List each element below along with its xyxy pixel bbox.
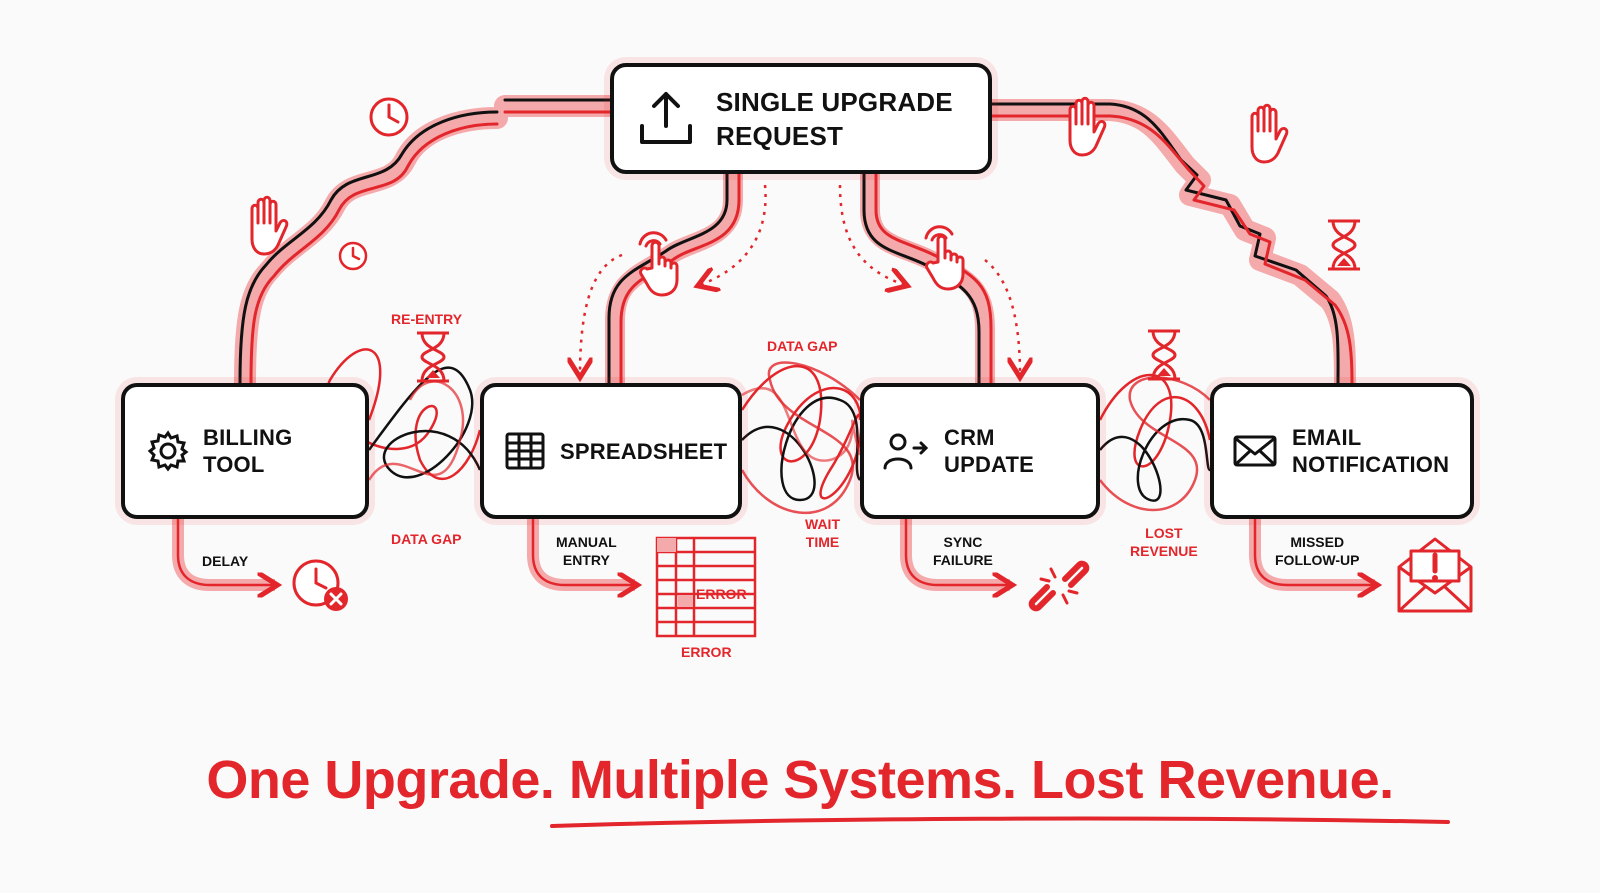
branch-sync-failure: [900, 519, 1010, 585]
billing-label-line2: TOOL: [203, 452, 265, 477]
tap-hand-icon: [918, 222, 972, 297]
crm-label-line1: CRM: [944, 425, 995, 450]
connector-request-email: [981, 99, 1356, 394]
branch-manual-entry: [527, 519, 635, 585]
billing-label-line1: BILLING: [203, 425, 293, 450]
wait-time-line2: TIME: [805, 534, 840, 550]
tangle-spreadsheet-crm: [740, 361, 863, 515]
sync-failure-label: SYNC FAILURE: [933, 533, 993, 569]
data-gap-left-label: DATA GAP: [391, 531, 462, 547]
request-label-line1: SINGLE UPGRADE: [716, 86, 953, 117]
stop-hand-icon: [240, 195, 290, 262]
connector-request-spreadsheet: [580, 174, 767, 383]
sync-failure-line1: SYNC: [943, 534, 983, 550]
broken-link-icon: [1025, 553, 1093, 624]
branch-delay: [172, 519, 275, 585]
crm-label-line2: UPDATE: [944, 452, 1035, 477]
hourglass-icon: [1145, 328, 1183, 387]
stop-hand-icon: [1240, 103, 1290, 170]
data-gap-top-label: DATA GAP: [767, 338, 838, 354]
request-label-line2: REQUEST: [716, 120, 844, 151]
error-label-below: ERROR: [681, 644, 732, 660]
email-label-line2: NOTIFICATION: [1292, 452, 1450, 477]
user-arrow-icon: [882, 430, 930, 472]
table-icon: [504, 431, 546, 471]
sync-failure-line2: FAILURE: [933, 552, 993, 568]
error-grid-icon: [654, 535, 758, 644]
headline: One Upgrade. Multiple Systems. Lost Reve…: [206, 750, 1394, 810]
manual-entry-label: MANUAL ENTRY: [556, 533, 617, 569]
clock-small-icon: [337, 240, 369, 277]
upload-icon: [636, 88, 696, 150]
stop-hand-icon: [1058, 96, 1108, 163]
missed-followup-label: MISSED FOLLOW-UP: [1275, 533, 1359, 569]
missed-followup-line2: FOLLOW-UP: [1275, 552, 1360, 568]
gear-icon: [147, 430, 189, 472]
wait-time-label: WAIT TIME: [805, 515, 840, 551]
hourglass-icon: [414, 330, 452, 389]
headline-underline: [550, 816, 1450, 828]
node-spreadsheet: SPREADSHEET: [480, 383, 742, 519]
re-entry-label: RE-ENTRY: [391, 311, 463, 327]
envelope-alert-icon: [1395, 533, 1475, 620]
connector-request-crm: [838, 174, 1020, 383]
lost-revenue-label: LOST REVENUE: [1130, 524, 1198, 560]
branch-missed-followup: [1249, 519, 1375, 585]
spreadsheet-label: SPREADSHEET: [560, 438, 728, 464]
lost-revenue-line1: LOST: [1145, 525, 1183, 541]
manual-entry-line2: ENTRY: [562, 552, 610, 568]
envelope-icon: [1232, 434, 1278, 468]
tap-hand-icon: [632, 228, 686, 303]
missed-followup-line1: MISSED: [1290, 534, 1345, 550]
tangle-crm-email: [1098, 373, 1212, 512]
clock-icon: [367, 95, 411, 144]
lost-revenue-line2: REVENUE: [1130, 543, 1198, 559]
wait-time-line1: WAIT: [805, 516, 840, 532]
error-label-in-grid: ERROR: [696, 586, 747, 602]
manual-entry-line1: MANUAL: [556, 534, 617, 550]
delay-label: DELAY: [202, 553, 249, 569]
clock-cancel-icon: [288, 555, 354, 620]
hourglass-icon: [1325, 218, 1363, 277]
connector-request-billing: [234, 95, 621, 394]
email-label-line1: EMAIL: [1292, 425, 1362, 450]
